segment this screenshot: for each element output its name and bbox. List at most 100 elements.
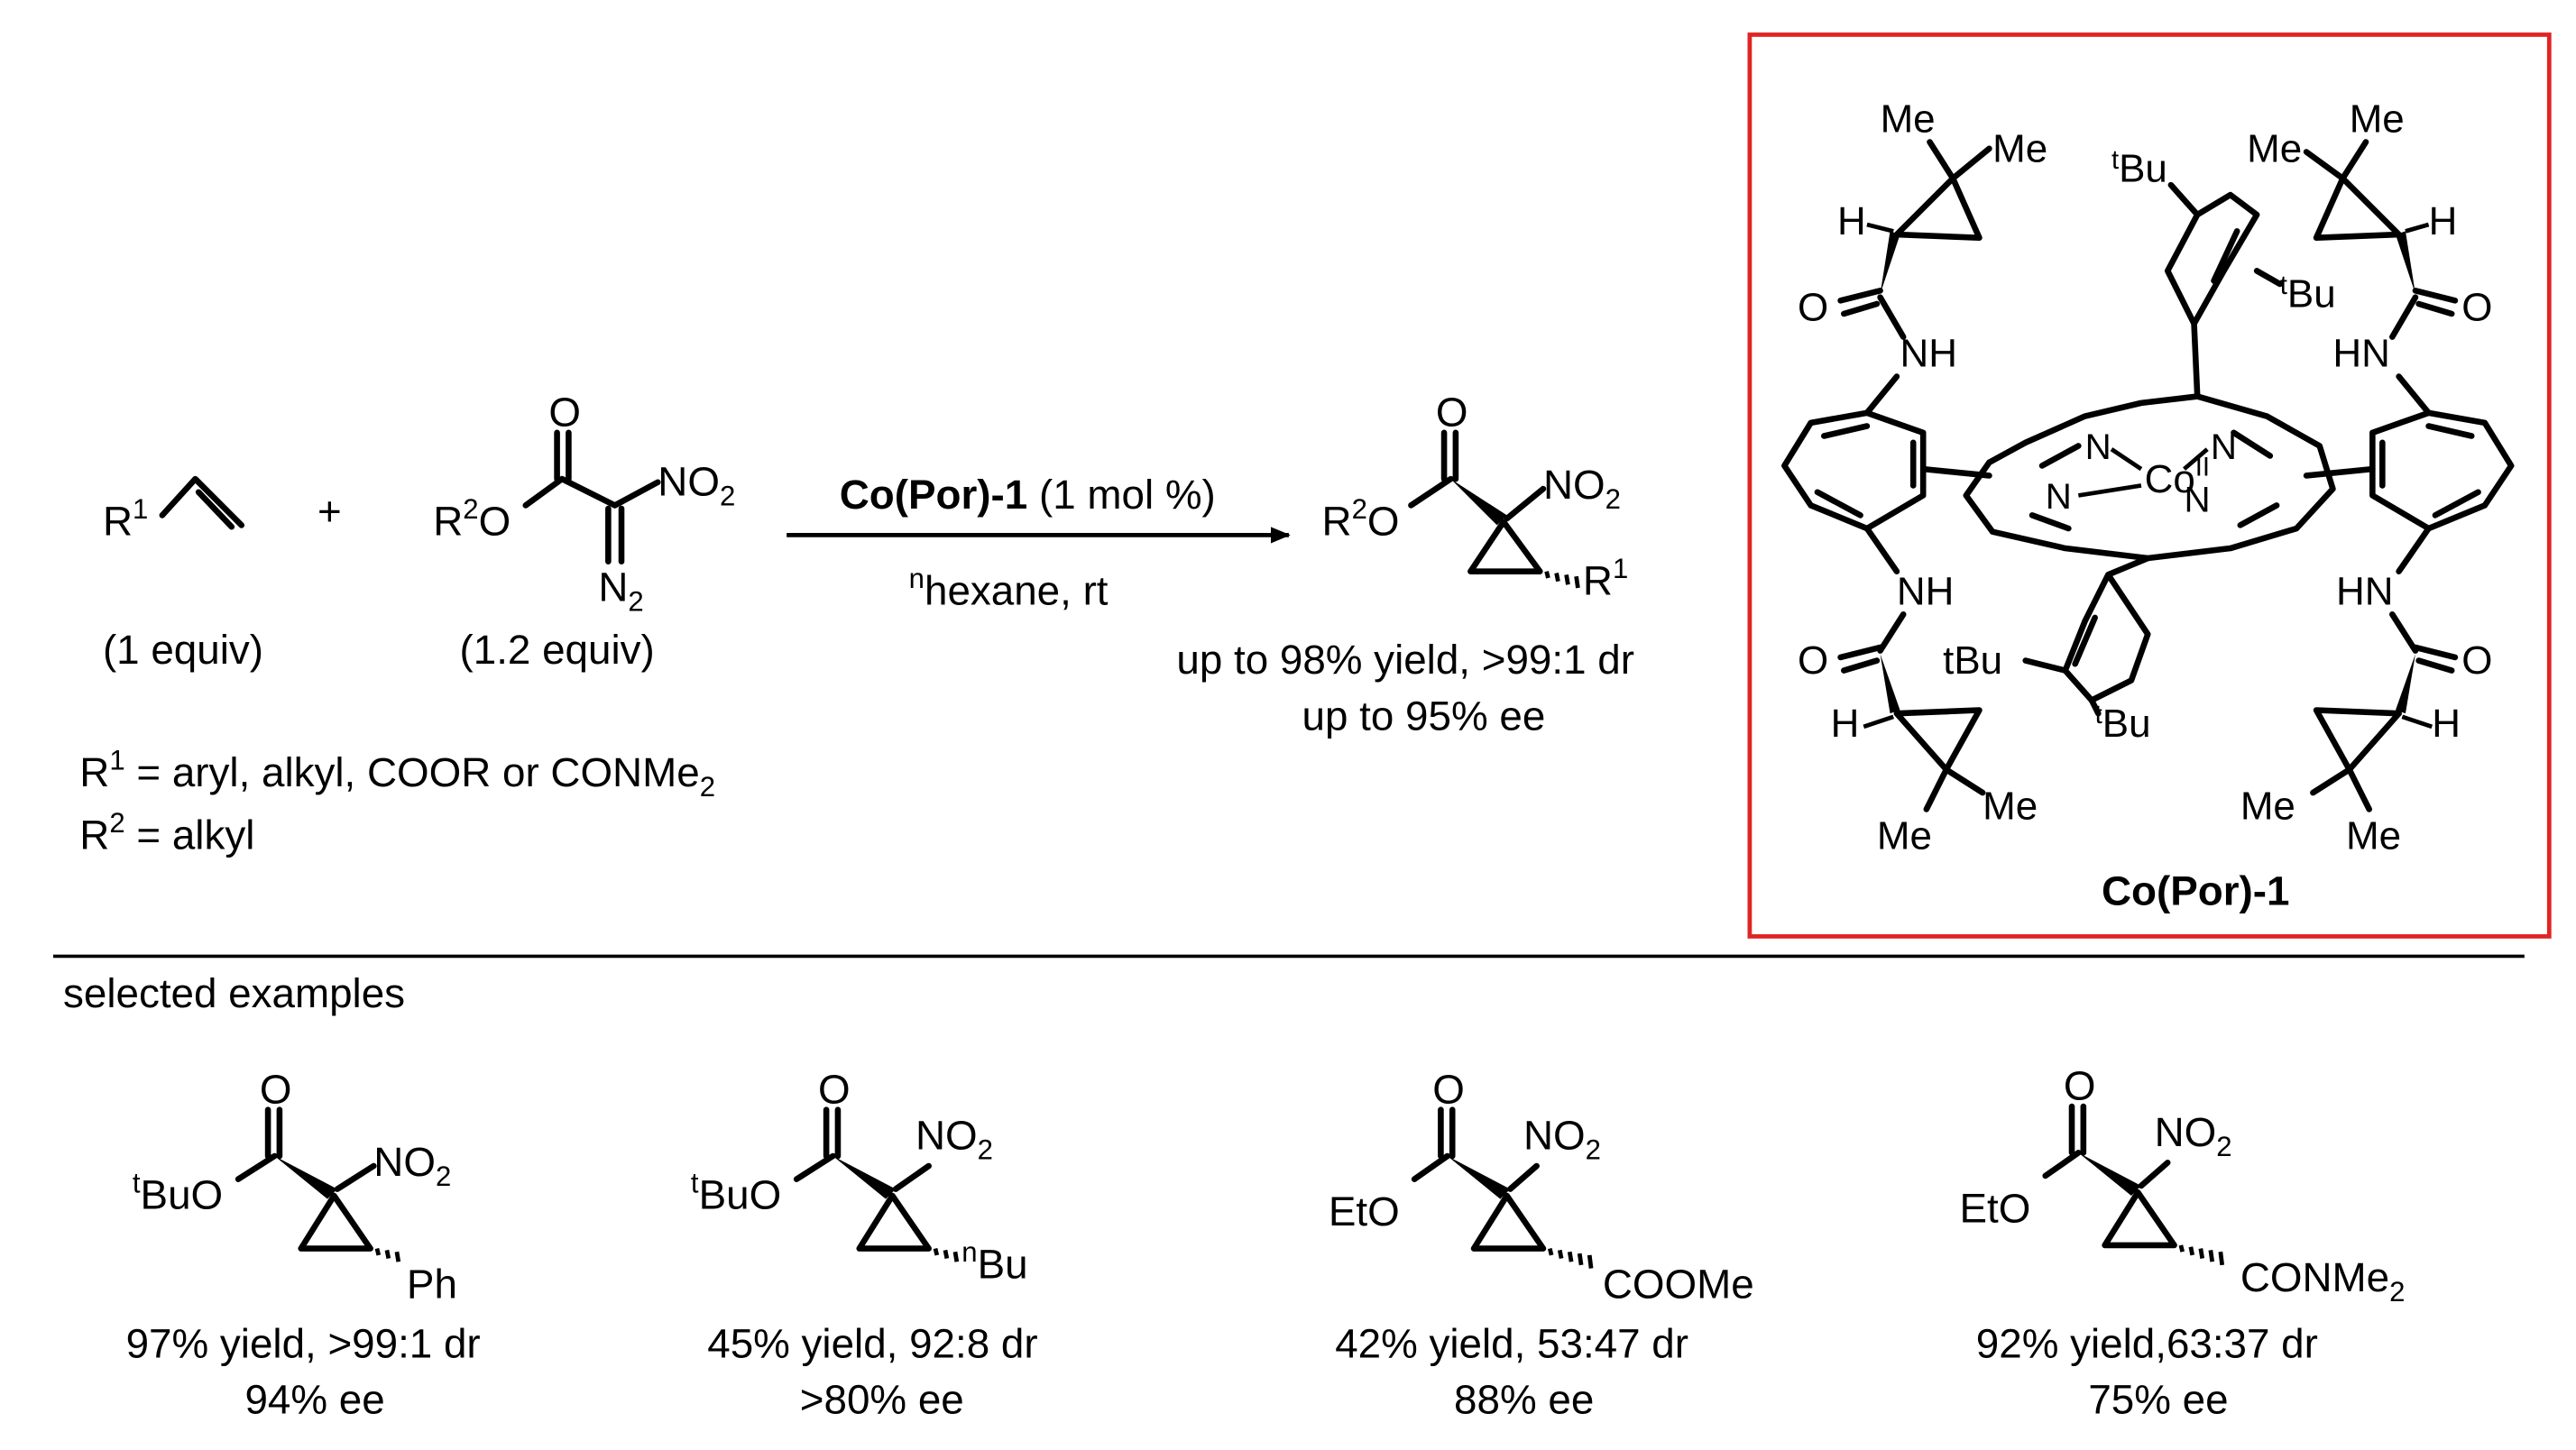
example-4: EtO O NO2 CONMe2 92% yield,63:37 dr 75% … — [1959, 1063, 2405, 1423]
example-1-wedge — [274, 1156, 338, 1199]
example-3: EtO O NO2 COOMe 42% yield, 53:47 dr 88% … — [1329, 1066, 1754, 1422]
upper-left-me-bonds — [1927, 139, 1992, 182]
lower-right-h: H — [2432, 702, 2461, 746]
lower-left-me-bonds — [1923, 766, 1986, 812]
upper-right-hn: HN — [2332, 332, 2389, 376]
right-porphyrin-link — [2303, 465, 2376, 479]
example-1-ester: tBuO — [133, 1167, 223, 1217]
plus-sign: + — [317, 488, 342, 534]
example-3-ester-bond — [1411, 1152, 1451, 1182]
example-3-ester: EtO — [1329, 1188, 1400, 1234]
lower-right-me-bonds — [2310, 766, 2372, 812]
product-nitro-group: NO2 — [1543, 462, 1621, 515]
example-2-hash — [933, 1247, 960, 1262]
pyrrole-n-4: N — [2185, 480, 2211, 520]
diazo-ester-group: R2O — [433, 493, 511, 544]
diazo-backbone-bond — [522, 475, 618, 509]
upper-right-cn-bond — [2389, 294, 2419, 340]
upper-left-co-double — [1837, 288, 1883, 317]
upper-right-me-1: Me — [2247, 126, 2302, 170]
example-1-nitro: NO2 — [373, 1139, 451, 1192]
alkene-r-label: R1 — [103, 493, 148, 544]
bottom-aryl-group: tBu tBu — [1943, 555, 2151, 746]
example-1-nitro-bond — [334, 1162, 377, 1192]
pyrrole-n-3: N — [2046, 476, 2072, 517]
product-cyclopropane-ring — [1467, 519, 1543, 574]
top-aryl-group: tBu tBu — [2111, 145, 2336, 399]
example-1-carbonyl-bond — [264, 1106, 283, 1160]
example-4-ester-bond — [2042, 1150, 2082, 1179]
solvent-condition: nhexane, rt — [909, 563, 1109, 613]
lower-left-me-2: Me — [1877, 813, 1932, 858]
lower-right-h-bond — [2401, 714, 2433, 730]
product-ester-bond — [1408, 475, 1454, 509]
example-3-cyclopropane — [1470, 1192, 1547, 1252]
product-hash-bond — [1544, 571, 1580, 589]
example-3-nitro: NO2 — [1523, 1113, 1601, 1166]
lower-right-wedge — [2395, 654, 2415, 714]
example-1-yield: 97% yield, >99:1 dr — [126, 1320, 481, 1366]
upper-left-me-1: Me — [1881, 97, 1936, 142]
lower-left-h-bond — [1863, 714, 1894, 730]
upper-right-h: H — [2429, 199, 2458, 243]
diazo-equiv: (1.2 equiv) — [460, 627, 655, 673]
example-2-substituent: nBu — [961, 1236, 1027, 1287]
upper-right-co-double — [2412, 288, 2459, 317]
bottom-tbu-bond-1 — [2022, 657, 2068, 674]
lower-left-amide: NH O H Me Me — [1798, 569, 2038, 858]
upper-right-me-2: Me — [2350, 97, 2405, 142]
upper-left-h-bond — [1866, 222, 1894, 234]
examples-heading: selected examples — [63, 970, 405, 1016]
lower-right-amide: HN O H Me Me — [2240, 569, 2493, 858]
lower-right-me-2: Me — [2346, 813, 2401, 858]
bottom-tbu-2: tBu — [2095, 700, 2151, 746]
lower-right-cyclopropane — [2313, 707, 2402, 773]
example-1-cyclopropane — [298, 1192, 373, 1252]
r1-definition: R1 = aryl, alkyl, COOR or CONMe2 — [79, 744, 715, 802]
porphyrin-inner-bonds — [2029, 429, 2280, 532]
example-3-ee: 88% ee — [1454, 1377, 1594, 1423]
bottom-aryl-ring — [2062, 555, 2151, 703]
top-tbu-1: tBu — [2111, 145, 2167, 191]
example-3-yield: 42% yield, 53:47 dr — [1335, 1320, 1688, 1366]
example-4-hash — [2178, 1244, 2225, 1266]
example-2-ester-bond — [793, 1152, 836, 1182]
upper-left-o: O — [1798, 285, 1828, 329]
example-4-nitro: NO2 — [2155, 1109, 2232, 1162]
alkene-structure: R1 (1 equiv) — [103, 475, 263, 673]
diazo-nitro-group: NO2 — [658, 458, 735, 511]
example-4-cyclopropane — [2102, 1188, 2177, 1249]
pyrrole-n-1: N — [2085, 427, 2111, 467]
upper-left-h: H — [1837, 199, 1866, 243]
diazo-carbonyl-o: O — [548, 390, 581, 436]
diazo-reagent-structure: R2O O NO2 N2 (1.2 equiv) — [433, 390, 735, 674]
upper-right-me-bonds — [2303, 139, 2369, 182]
upper-right-o: O — [2461, 285, 2492, 329]
example-1-ester-bond — [235, 1152, 278, 1182]
upper-left-cyclopropane — [1893, 175, 1983, 242]
lower-left-wedge — [1880, 654, 1900, 714]
upper-left-wedge — [1880, 231, 1900, 294]
right-benzene-ring — [2369, 409, 2515, 532]
lower-left-o: O — [1798, 638, 1828, 683]
diazo-nitro-bond — [612, 479, 661, 509]
bottom-tbu-bond-2 — [2088, 697, 2102, 717]
example-2-carbonyl-o: O — [818, 1066, 851, 1112]
upper-right-wedge — [2395, 231, 2415, 294]
top-aryl-ring — [2164, 191, 2260, 399]
cobalt-coordination — [2077, 447, 2209, 498]
porphyrin-macrocycle — [1963, 393, 2336, 562]
catalyst-box: N N N CoII N tBu tBu tBu tBu — [1747, 32, 2552, 939]
diazo-carbonyl-bond — [554, 429, 572, 482]
example-1: tBuO O NO2 Ph 97% yield, >99:1 dr 94% ee — [126, 1066, 481, 1422]
lower-right-hn: HN — [2336, 569, 2393, 613]
lower-left-co-double — [1837, 644, 1883, 674]
catalyst-box-border — [1747, 32, 2552, 939]
example-2-ee: >80% ee — [800, 1377, 964, 1423]
vinyl-double-bond — [195, 489, 235, 530]
example-4-substituent: CONMe2 — [2240, 1254, 2406, 1308]
example-4-carbonyl-o: O — [2064, 1063, 2096, 1109]
diazo-n2-group: N2 — [598, 564, 643, 618]
product-r1-group: R1 — [1583, 553, 1628, 603]
